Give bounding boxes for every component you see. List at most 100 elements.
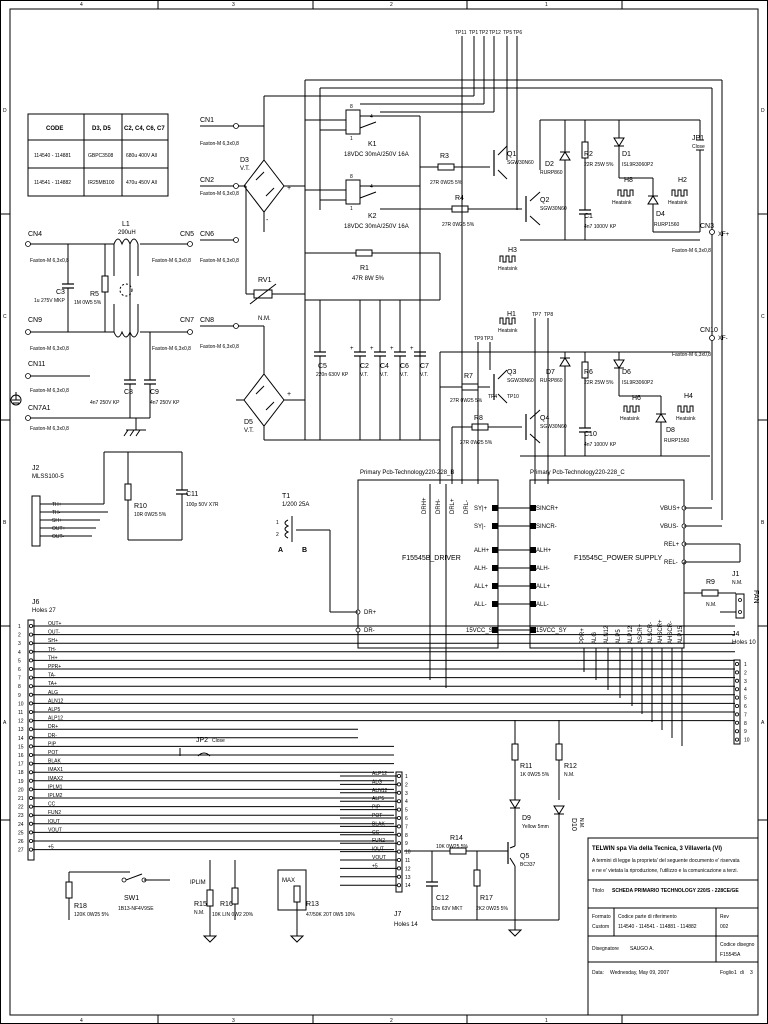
j6-pin-label: IMAX2 [48,776,63,782]
title-block: TELWIN spa Via della Tecnica, 3 Villaver… [587,837,759,1016]
resistor-r9: R9 N.M. [683,562,736,608]
tp-label: TP3 [484,336,493,342]
svg-text:H8: H8 [624,177,633,184]
j6-pin-label: OUT- [48,630,60,636]
j6-pin-number: 13 [18,727,24,733]
svg-text:RURP1560: RURP1560 [654,222,680,228]
svg-text:1u 275V MKP: 1u 275V MKP [34,298,66,304]
j7-pin-number: 6 [405,816,408,822]
svg-text:Codice parte di riferimento: Codice parte di riferimento [618,914,677,920]
resistor-r4: R4 27R 0W25 5% [380,195,522,228]
j4-pin [735,695,740,700]
svg-text:H1: H1 [507,311,516,318]
j6-pin-label: FUN2 [48,810,61,816]
j7-pin [396,816,401,821]
svg-text:C9: C9 [150,389,159,396]
svg-text:D10: D10 [570,818,577,831]
j6-pin [28,649,33,654]
svg-text:L1: L1 [122,221,130,228]
svg-text:ALH-: ALH- [474,566,488,572]
svg-text:REL-: REL- [664,560,678,566]
j4-pin [735,678,740,683]
svg-text:R3: R3 [440,153,449,160]
j4-pin-number: 9 [744,729,747,735]
j6-pin-label: VOUT [48,827,62,833]
svg-text:220n 630V KP: 220n 630V KP [316,372,349,378]
j6-pin-label: POT [48,750,58,756]
svg-text:Primary Pcb-Technology220-228_: Primary Pcb-Technology220-228_C [530,470,625,476]
svg-text:10K 0W25 5%: 10K 0W25 5% [436,844,469,850]
svg-text:4n7 1000V KP: 4n7 1000V KP [584,442,617,448]
svg-text:H3: H3 [508,247,517,254]
svg-text:Q1: Q1 [507,151,516,158]
svg-text:DRH-: DRH- [436,499,442,514]
j6-pin-label: DR+ [48,724,58,730]
svg-text:JP2: JP2 [196,737,208,744]
svg-text:XF+: XF+ [718,232,730,238]
svg-text:VBUS+: VBUS+ [660,506,680,512]
j7-pin-number: 7 [405,824,408,830]
svg-text:PPR+: PPR+ [580,628,586,644]
table-cell: 470u 450V All [126,180,157,186]
resistor-r14: R14 10K 0W25 5% [404,835,508,855]
svg-text:R11: R11 [520,763,532,770]
j6-pin [28,675,33,680]
connector-cn7a1: CN7A1 Faston-M 6,3x0,8 [25,405,134,432]
svg-text:DRH+: DRH+ [422,497,428,514]
j6-pin-label: TH- [48,647,57,653]
svg-text:SGW30N60: SGW30N60 [540,424,567,430]
border-number: 2 [390,2,393,8]
tp-label: TP1 [469,30,478,36]
svg-text:TH-: TH- [52,510,61,516]
svg-text:R12: R12 [564,763,577,770]
j7-pin-label: IOUT [372,847,384,853]
svg-text:K2: K2 [368,213,377,220]
svg-text:CN8: CN8 [200,317,214,324]
table-cell: 114541 - 114882 [34,180,71,186]
j6-pin-number: 5 [18,658,21,664]
border-number: 4 [80,1018,83,1024]
border-letter: A [3,720,7,726]
j6-pin-number: 17 [18,762,24,768]
svg-text:100p 50V X7R: 100p 50V X7R [186,502,219,508]
j4-pin-number: 10 [744,738,750,744]
svg-text:DR-: DR- [364,628,375,634]
j6-pin-label: TH+ [48,655,58,661]
svg-text:DR+: DR+ [364,610,377,616]
svg-text:RURP860: RURP860 [540,170,563,176]
j6-pin-number: 18 [18,770,24,776]
svg-text:8: 8 [350,174,353,180]
j6-pin [28,839,33,844]
j6-pin-label: ALP12 [48,716,63,722]
switch-sw1: SW1 1B13-NF4V9SE [118,873,170,912]
svg-text:10n 63V MKT: 10n 63V MKT [432,906,463,912]
test-points-top: TP11 TP1 TP2 TP12 TP5 TP6 [455,30,522,484]
jumper-jp2: JP2 Close [179,737,225,757]
svg-text:ALG: ALG [592,632,598,644]
svg-text:27R 0W25 5%: 27R 0W25 5% [460,440,493,446]
j6-pin-label: PIP [48,741,57,747]
j4-pin-number: 3 [744,679,747,685]
svg-text:J6: J6 [32,599,40,606]
svg-text:Heatsink: Heatsink [612,200,632,206]
svg-text:-: - [266,217,269,224]
svg-text:R13: R13 [306,901,319,908]
pot-r13: MAX R13 47/50K 20T 0W5 10% [277,869,355,943]
svg-text:+: + [350,346,354,352]
svg-text:D5: D5 [244,419,253,426]
svg-text:002: 002 [720,924,729,930]
resistor-r8: R8 27R 0W25 5% [451,415,522,484]
transistor-q5: Q5 BC337 [507,842,536,937]
j6-pin-number: 24 [18,822,24,828]
svg-text:1: 1 [350,206,353,212]
svg-text:C7: C7 [420,363,429,370]
svg-text:V.T.: V.T. [240,166,250,172]
border-letter: B [761,520,765,526]
svg-text:3: 3 [750,970,753,976]
svg-text:27R 0W25 5%: 27R 0W25 5% [430,180,463,186]
svg-text:Rev: Rev [720,914,729,920]
svg-text:ALL+: ALL+ [536,584,551,590]
igbt-q1: Q1 SGW30N60 [493,145,534,180]
svg-text:N.M.: N.M. [706,602,717,608]
